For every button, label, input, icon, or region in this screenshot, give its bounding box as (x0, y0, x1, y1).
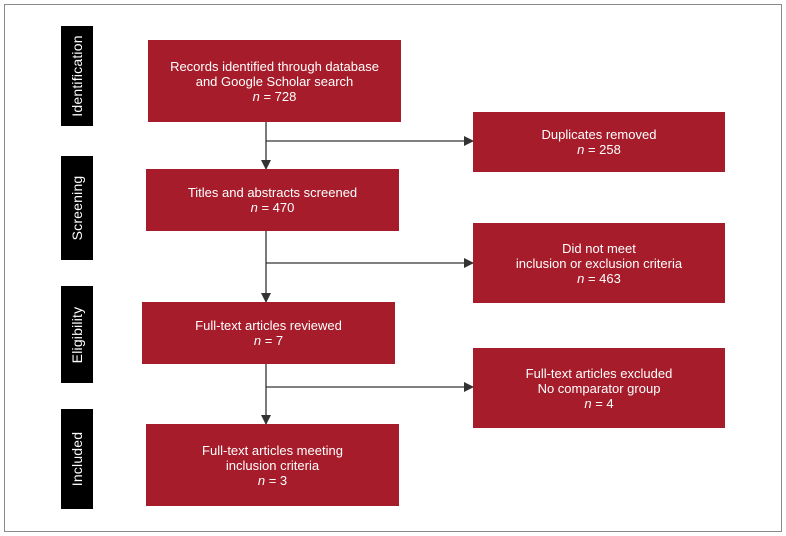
n-value: 258 (599, 142, 621, 157)
n-symbol: n (253, 333, 262, 348)
n-symbol: n (250, 200, 258, 215)
box-count: n = 7 (254, 333, 283, 348)
n-value: 7 (275, 333, 284, 348)
box-duplicates-removed: Duplicates removed n = 258 (473, 112, 725, 172)
n-symbol: n (577, 142, 585, 157)
box-text-line: Duplicates removed (541, 127, 657, 142)
box-did-not-meet: Did not meet inclusion or exclusion crit… (473, 223, 725, 303)
box-text-line: inclusion or exclusion criteria (515, 255, 683, 271)
box-fulltext-meeting: Full-text articles meeting inclusion cri… (146, 424, 399, 506)
stage-included: Included (61, 409, 93, 509)
box-text-line: Did not meet (562, 240, 636, 256)
stage-identification: Identification (61, 26, 93, 126)
box-titles-screened: Titles and abstracts screened n = 470 (146, 169, 399, 231)
n-value: 463 (599, 270, 621, 286)
n-equals: = (259, 88, 275, 104)
n-value: 728 (274, 88, 297, 104)
box-text-line: and Google Scholar search (195, 73, 354, 89)
stage-screening: Screening (61, 156, 93, 260)
n-equals: = (591, 395, 607, 411)
box-fulltext-excluded: Full-text articles excluded No comparato… (473, 348, 725, 428)
box-count: n = 258 (577, 142, 621, 157)
n-equals: = (261, 333, 276, 348)
box-count: n = 4 (584, 396, 613, 411)
box-count: n = 728 (253, 89, 297, 104)
box-text-line: Titles and abstracts screened (187, 185, 358, 200)
box-text-line: Full-text articles excluded (525, 365, 673, 381)
box-count: n = 470 (251, 200, 295, 215)
n-equals: = (584, 142, 600, 157)
box-count: n = 3 (258, 473, 287, 488)
box-text-line: No comparator group (537, 380, 661, 396)
box-text-line: Records identified through database (170, 58, 379, 74)
n-symbol: n (252, 88, 260, 104)
n-value: 470 (272, 200, 295, 215)
n-equals: = (584, 270, 600, 286)
box-text-line: Full-text articles meeting (202, 442, 343, 458)
n-value: 3 (279, 472, 288, 488)
n-symbol: n (257, 472, 266, 488)
box-records-identified: Records identified through database and … (148, 40, 401, 122)
box-fulltext-reviewed: Full-text articles reviewed n = 7 (142, 302, 395, 364)
n-symbol: n (584, 395, 592, 411)
box-count: n = 463 (577, 271, 621, 286)
n-symbol: n (577, 270, 585, 286)
n-value: 4 (606, 395, 614, 411)
box-text-line: Full-text articles reviewed (195, 318, 342, 333)
n-equals: = (265, 472, 280, 488)
n-equals: = (257, 200, 273, 215)
stage-eligibility: Eligibility (61, 286, 93, 383)
box-text-line: inclusion criteria (225, 457, 320, 473)
